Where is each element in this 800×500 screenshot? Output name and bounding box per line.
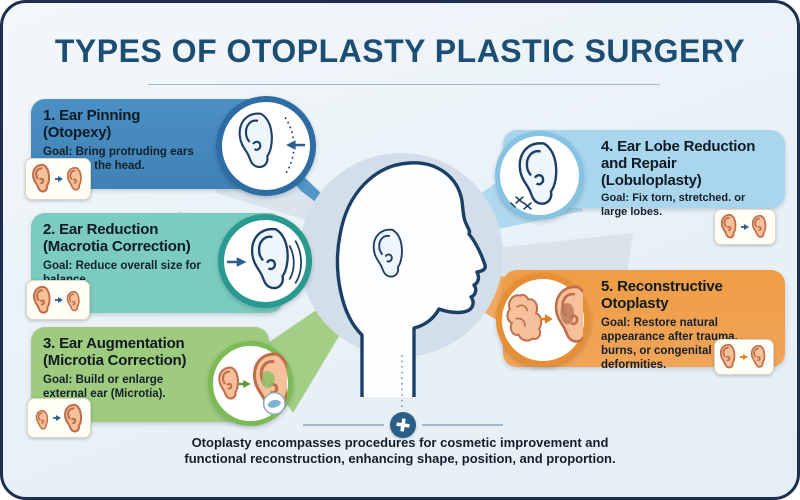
medical-cross-icon [390, 412, 416, 438]
head-profile-with-ear-icon [335, 161, 487, 397]
section-1-heading: 1. Ear Pinning (Otopexy) [43, 107, 141, 141]
section-5-heading: 5. Reconstructive Otoplasty [601, 278, 723, 312]
ear-with-inward-arrow-icon [226, 227, 302, 290]
footer-caption: Otoplasty encompasses procedures for cos… [3, 435, 797, 468]
section-4-circle [495, 131, 584, 220]
footer-divider [303, 412, 503, 438]
section-3-heading: 3. Ear Augmentation (Microtia Correction… [43, 335, 187, 369]
section-5-circle [496, 273, 590, 367]
title-underline [148, 84, 660, 85]
deformed-to-normal-ear-icon [506, 285, 583, 343]
pinned-ear-with-dotted-guide-icon [238, 112, 306, 174]
section-3-goal: Goal: Build or enlarge external ear (Mic… [43, 373, 166, 400]
section-5-before-after-thumb [714, 339, 774, 375]
section-4-heading: 4. Ear Lobe Reduction and Repair (Lobulo… [601, 138, 756, 189]
stitches-icon [510, 196, 532, 210]
section-3-before-after-thumb [27, 398, 91, 438]
section-2-heading: 2. Ear Reduction (Macrotia Correction) [43, 221, 191, 255]
before-after-ears-icon [720, 213, 767, 239]
section-4-goal: Goal: Fix torn, stretched. or large lobe… [601, 192, 746, 218]
page-title: TYPES OF OTOPLASTY PLASTIC SURGERY [54, 33, 746, 69]
small-to-large-ear-with-implant-icon [218, 352, 287, 415]
section-3-circle [208, 341, 293, 426]
section-5-goal: Goal: Restore natural appearance after t… [601, 316, 738, 371]
section-1-circle [216, 96, 316, 196]
section-2-before-after-thumb [26, 280, 90, 320]
before-after-ears-icon [32, 163, 82, 193]
section-4-before-after-thumb [714, 209, 776, 245]
ear-with-lobe-stitches-icon [510, 142, 558, 210]
before-after-ears-icon [719, 343, 766, 369]
before-after-ears-icon [35, 403, 83, 433]
footer-line-1: Otoplasty encompasses procedures for cos… [191, 435, 609, 450]
section-2-circle [218, 214, 312, 308]
footer-line-2: functional reconstruction, enhancing sha… [184, 451, 616, 467]
section-1-before-after-thumb [25, 158, 91, 200]
before-after-ears-icon [32, 285, 80, 314]
